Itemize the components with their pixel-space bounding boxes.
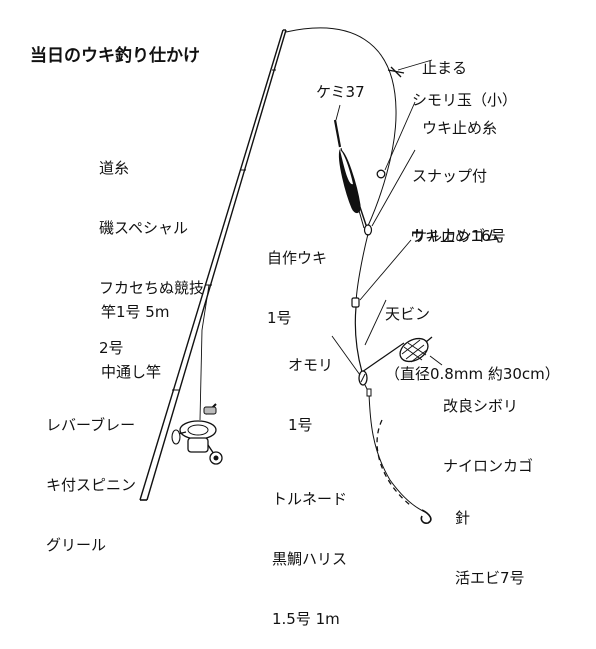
hook [420,509,432,524]
label-rod: 竿1号 5m 中通し竿 [101,303,170,381]
shimori-bead [376,169,386,179]
label-leader: トルネード 黒鯛ハリス 1.5号 1m [272,490,348,628]
chum-basket [399,336,433,363]
main-line [285,27,397,229]
label-chum-basket: 改良シボリ ナイロンカゴ [443,397,534,475]
label-reel: レバーブレー キ付スピニン グリール [46,416,137,554]
reel [171,403,223,465]
label-float-stop-rubber: ウキ止めゴム [410,227,501,245]
drift-curve [376,419,411,506]
label-float-stop-thread: 止まる ウキ止め糸 [422,59,498,137]
label-shimori-bead: シモリ玉（小） [412,91,518,109]
label-sinker: オモリ 1号 [288,356,334,434]
line-to-tenbin [355,233,369,306]
leader-line [364,384,426,513]
label-snap-swivel: スナップ付 サルカン16号 [412,167,506,245]
sinker [358,370,368,386]
diagram-title: 当日のウキ釣り仕かけ [30,46,200,66]
float-stop-rubber [351,297,360,308]
label-michiito: 道糸 磯スペシャル フカセちぬ競技 2号 [99,159,205,357]
label-tenbin: 天ビン （直径0.8mm 約30cm） [385,305,560,383]
label-float: 自作ウキ 1号 [267,249,328,327]
float-stop-thread [387,66,405,78]
snap-swivel [363,224,373,236]
rod [139,29,287,501]
line-on-rod [199,284,210,421]
label-kemi: ケミ37 [316,83,365,101]
rig-diagram: 当日のウキ釣り仕かけ 道糸 磯スペシャル フカセちぬ競技 2号 竿1号 5m 中… [30,27,560,628]
label-hook: 針 活エビ7号 [455,509,525,587]
float [333,119,368,229]
swivel-small [366,388,372,397]
